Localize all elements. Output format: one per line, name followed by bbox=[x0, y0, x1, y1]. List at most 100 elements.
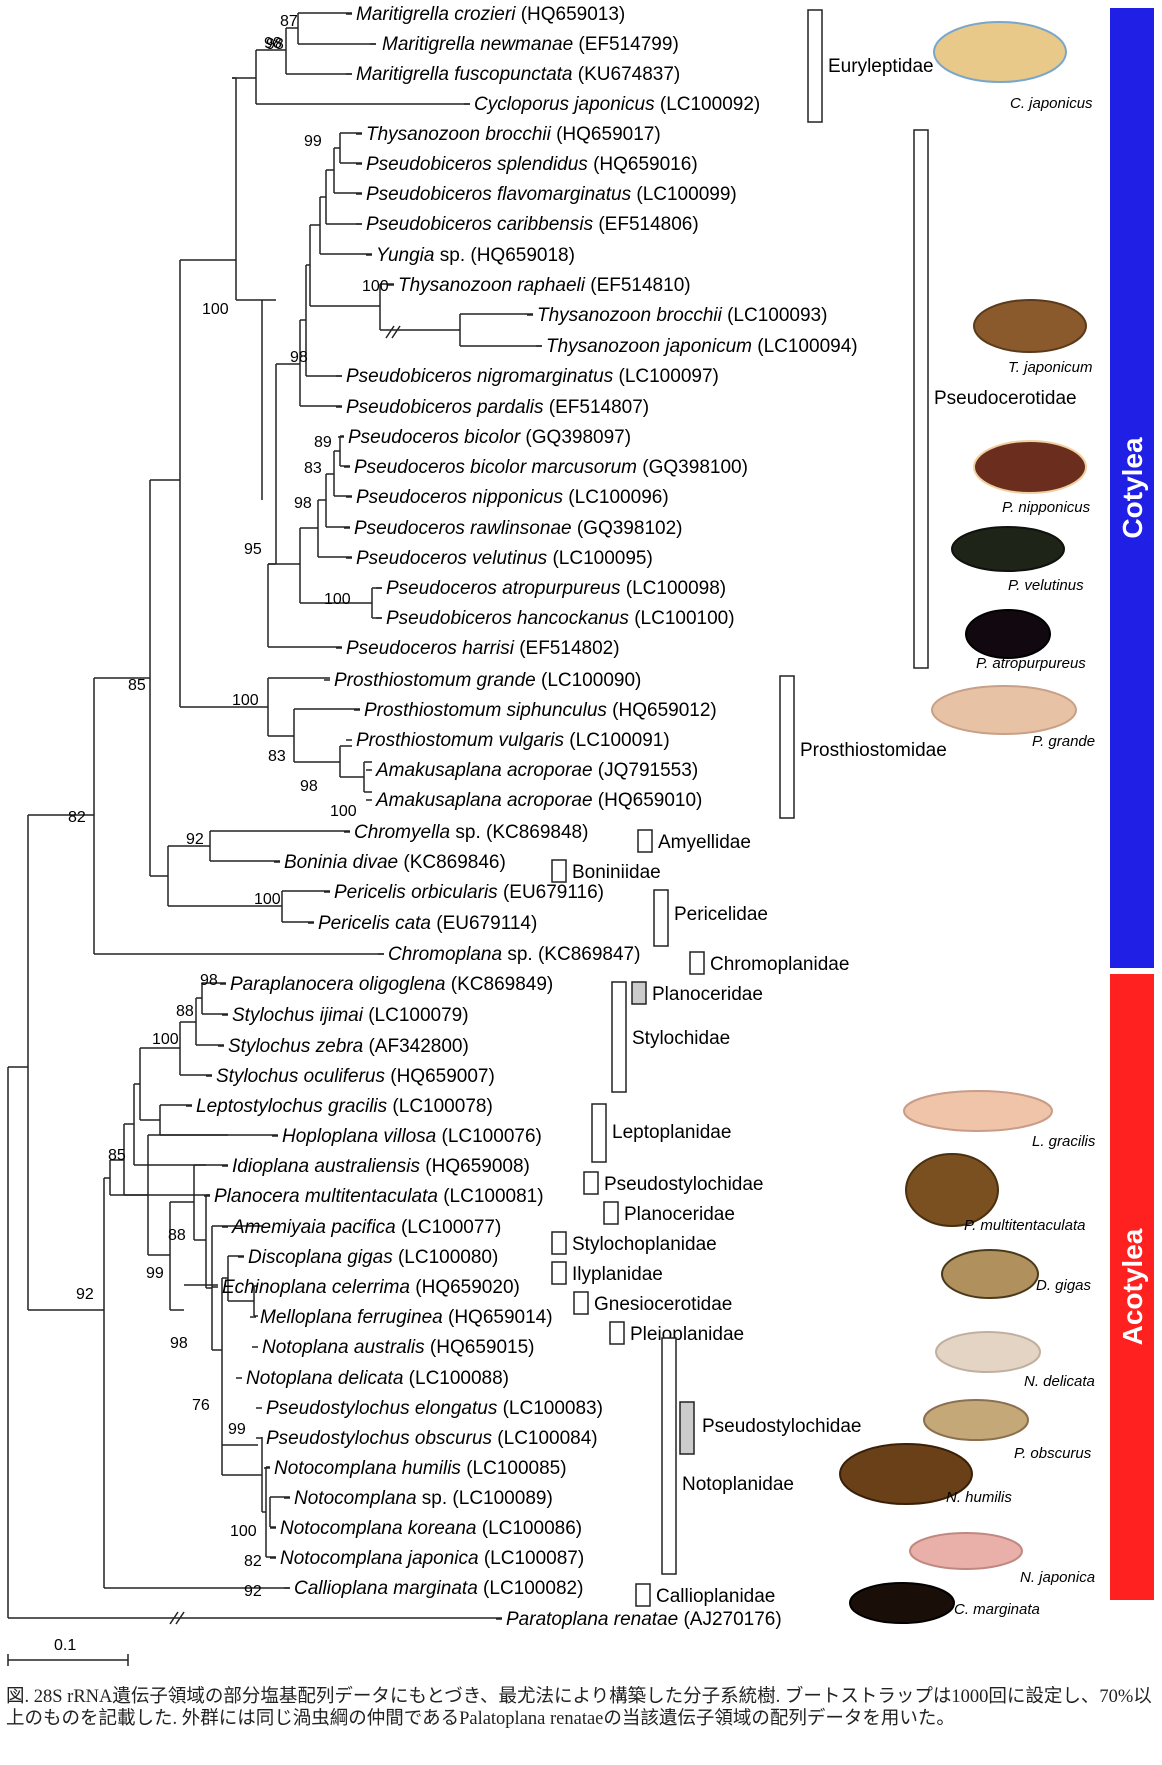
taxon-label: Pseudobiceros splendidus (HQ659016) bbox=[366, 154, 698, 175]
specimen-label: P. velutinus bbox=[1008, 577, 1084, 594]
taxon-label: Pseudoceros bicolor marcusorum (GQ398100… bbox=[354, 457, 748, 478]
specimen-label: P. obscurus bbox=[1014, 1445, 1092, 1462]
accession-number: (EU679116) bbox=[498, 882, 604, 903]
species-name: Pseudobiceros flavomarginatus bbox=[366, 184, 632, 205]
specimen-label: L. gracilis bbox=[1032, 1133, 1096, 1150]
bootstrap-value: 92 bbox=[76, 1286, 94, 1303]
taxon-label: Notoplana australis (HQ659015) bbox=[262, 1337, 535, 1358]
specimen-label: C. marginata bbox=[954, 1601, 1040, 1618]
accession-number: (LC100085) bbox=[461, 1458, 567, 1479]
figure-caption: 図. 28S rRNA遺伝子領域の部分塩基配列データにもとづき、最尤法により構築… bbox=[6, 1687, 1152, 1729]
family-label: Euryleptidae bbox=[828, 56, 934, 77]
accession-number: (LC100079) bbox=[363, 1005, 469, 1026]
taxon-label: Paraplanocera oligoglena (KC869849) bbox=[230, 974, 553, 995]
species-name: Thysanozoon raphaeli bbox=[398, 275, 586, 296]
specimen-photo bbox=[973, 299, 1087, 353]
taxon-label: Notoplana delicata (LC100088) bbox=[246, 1368, 509, 1389]
species-name: Stylochus oculiferus bbox=[216, 1066, 385, 1087]
accession-number: (EF514802) bbox=[514, 638, 620, 659]
accession-number: (LC100089) bbox=[447, 1488, 553, 1509]
bootstrap-value: 98 bbox=[294, 495, 312, 512]
taxon-label: Pseudobiceros flavomarginatus (LC100099) bbox=[366, 184, 737, 205]
taxon-label: Echinoplana celerrima (HQ659020) bbox=[222, 1277, 520, 1298]
bootstrap-value: 98 bbox=[170, 1335, 188, 1352]
specimen-photo bbox=[923, 1399, 1029, 1441]
taxon-label: Notocomplana japonica (LC100087) bbox=[280, 1548, 584, 1569]
specimen-label: N. japonica bbox=[1020, 1569, 1095, 1586]
bootstrap-value: 87 bbox=[280, 13, 298, 30]
taxon-label: Amakusaplana acroporae (HQ659010) bbox=[375, 790, 702, 811]
taxon-label: Boninia divae (KC869846) bbox=[284, 852, 506, 873]
taxon-label: Pseudostylochus elongatus (LC100083) bbox=[266, 1398, 603, 1419]
taxon-label: Pseudoceros atropurpureus (LC100098) bbox=[386, 578, 726, 599]
family-bracket bbox=[573, 1291, 589, 1315]
species-name: Pseudoceros harrisi bbox=[346, 638, 515, 659]
family-label: Ilyplanidae bbox=[572, 1264, 663, 1285]
family-bracket bbox=[583, 1171, 599, 1195]
species-name: Planocera multitentaculata bbox=[214, 1186, 438, 1207]
specimen-label: P. nipponicus bbox=[1002, 499, 1091, 516]
taxon-label: Notocomplana koreana (LC100086) bbox=[280, 1518, 582, 1539]
family-bracket bbox=[679, 1401, 695, 1455]
bootstrap-value: 99 bbox=[228, 1421, 246, 1438]
accession-number: (HQ659008) bbox=[420, 1156, 530, 1177]
species-name: Prosthiostomum vulgaris bbox=[356, 730, 565, 751]
species-name: Leptostylochus gracilis bbox=[196, 1096, 388, 1117]
accession-number: (LC100092) bbox=[655, 94, 761, 115]
bootstrap-value: 88 bbox=[168, 1227, 186, 1244]
taxon-label: Stylochus zebra (AF342800) bbox=[228, 1036, 469, 1057]
species-suffix: sp. bbox=[502, 944, 533, 965]
bootstrap-value: 85 bbox=[128, 677, 146, 694]
accession-number: (EF514810) bbox=[585, 275, 691, 296]
family-label: Boniniidae bbox=[572, 862, 661, 883]
taxon-label: Thysanozoon brocchii (HQ659017) bbox=[366, 124, 661, 145]
specimen-photo bbox=[905, 1153, 999, 1227]
accession-number: (HQ659020) bbox=[410, 1277, 520, 1298]
bootstrap-value: 100 bbox=[362, 278, 389, 295]
accession-number: (LC100090) bbox=[536, 670, 642, 691]
taxon-label: Stylochus oculiferus (HQ659007) bbox=[216, 1066, 495, 1087]
taxon-label: Pseudobiceros nigromarginatus (LC100097) bbox=[346, 366, 719, 387]
cotylea-label: Cotylea bbox=[1117, 437, 1148, 539]
family-label: Amyellidae bbox=[658, 832, 751, 853]
species-name: Thysanozoon brocchii bbox=[366, 124, 552, 145]
accession-number: (HQ659015) bbox=[425, 1337, 535, 1358]
branch-break-mark bbox=[169, 1611, 185, 1625]
taxon-label: Callioplana marginata (LC100082) bbox=[294, 1578, 583, 1599]
specimen-label: T. japonicum bbox=[1008, 359, 1093, 376]
taxon-label: Idioplana australiensis (HQ659008) bbox=[232, 1156, 530, 1177]
species-name: Maritigrella crozieri bbox=[356, 4, 516, 25]
accession-number: (EF514806) bbox=[593, 214, 699, 235]
accession-number: (KU674837) bbox=[573, 64, 681, 85]
accession-number: (GQ398102) bbox=[572, 518, 683, 539]
species-suffix: sp. bbox=[417, 1488, 448, 1509]
species-name: Stylochus zebra bbox=[228, 1036, 363, 1057]
taxon-label: Leptostylochus gracilis (LC100078) bbox=[196, 1096, 493, 1117]
family-bracket bbox=[637, 829, 653, 853]
bootstrap-value: 98 bbox=[300, 778, 318, 795]
accession-number: (JQ791553) bbox=[593, 760, 699, 781]
taxon-label: Prosthiostomum siphunculus (HQ659012) bbox=[364, 700, 717, 721]
bootstrap-value: 92 bbox=[244, 1583, 262, 1600]
family-bracket bbox=[913, 129, 929, 669]
bootstrap-value: 92 bbox=[186, 831, 204, 848]
taxon-label: Hoploplana villosa (LC100076) bbox=[282, 1126, 542, 1147]
family-bracket bbox=[689, 951, 705, 975]
bootstrap-value: 98 bbox=[264, 35, 282, 52]
accession-number: (AJ270176) bbox=[678, 1609, 782, 1630]
specimen-photo bbox=[839, 1443, 973, 1505]
bootstrap-value: 98 bbox=[200, 972, 218, 989]
family-bracket bbox=[661, 1337, 677, 1575]
accession-number: (LC100087) bbox=[479, 1548, 585, 1569]
species-name: Paraplanocera oligoglena bbox=[230, 974, 446, 995]
accession-number: (HQ659017) bbox=[551, 124, 661, 145]
taxon-label: Thysanozoon japonicum (LC100094) bbox=[546, 336, 858, 357]
family-label: Notoplanidae bbox=[682, 1474, 794, 1495]
species-name: Pseudoceros nipponicus bbox=[356, 487, 564, 508]
family-bracket bbox=[635, 1583, 651, 1607]
bootstrap-value: 99 bbox=[304, 133, 322, 150]
family-bracket bbox=[653, 889, 669, 947]
family-bracket bbox=[591, 1103, 607, 1163]
bootstrap-value: 98 bbox=[266, 36, 284, 53]
species-name: Chromyella bbox=[354, 822, 450, 843]
